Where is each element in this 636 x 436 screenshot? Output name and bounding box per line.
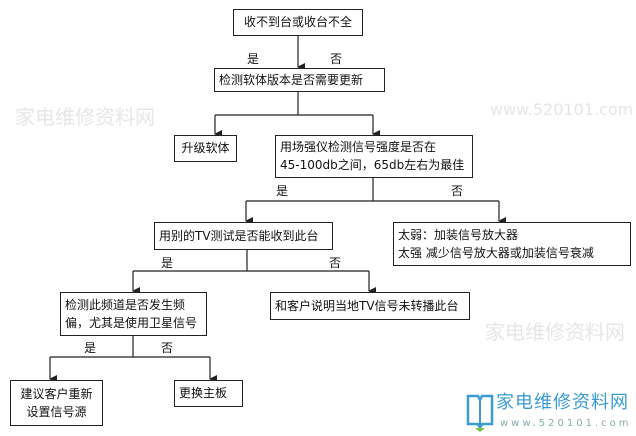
node-replace-board: 更换主板	[174, 380, 243, 407]
node-adjust-amplifier: 太弱：加装信号放大器 太强 减少信号放大器或加装信号衰减	[393, 222, 631, 266]
node-text-line: 太强 减少信号放大器或加装信号衰减	[398, 246, 594, 260]
label-no: 否	[329, 256, 342, 270]
node-text-line: 建议客户重新	[20, 387, 93, 401]
watermark-text: 家电维修资料网	[485, 320, 625, 344]
label-no: 否	[161, 341, 174, 355]
node-check-software: 检测软体版本是否需要更新	[214, 68, 385, 92]
node-freq-offset: 检测此频道是否发生频 偏，尤其是使用卫星信号	[60, 292, 207, 336]
node-text-line: 45-100db之间，65db左右为最佳	[280, 158, 465, 172]
watermark-url: www.520101.com	[490, 100, 634, 119]
node-signal-strength: 用场强仪检测信号强度是否在 45-100db之间，65db左右为最佳	[275, 135, 473, 178]
node-not-broadcast: 和客户说明当地TV信号未转播此台	[270, 292, 470, 320]
label-no: 否	[451, 184, 464, 198]
site-logo: 家电维修资料网 www.520101.com	[466, 392, 632, 432]
label-yes: 是	[84, 341, 97, 355]
node-upgrade-software: 升级软体	[174, 135, 237, 162]
label-yes: 是	[247, 52, 260, 66]
node-other-tv: 用别的TV测试是否能收到此台	[154, 222, 333, 250]
node-text-line: 太弱：加装信号放大器	[398, 228, 519, 242]
label-yes: 是	[161, 256, 174, 270]
node-text-line: 设置信号源	[26, 405, 87, 419]
node-text-line: 用场强仪检测信号强度是否在	[280, 140, 437, 154]
watermark-text: 家电维修资料网	[15, 105, 155, 129]
node-text-line: 检测此频道是否发生频	[65, 298, 186, 312]
logo-url: www.520101.com	[500, 418, 632, 429]
node-reset-source: 建议客户重新 设置信号源	[10, 380, 103, 426]
label-yes: 是	[276, 184, 289, 198]
node-text-line: 偏，尤其是使用卫星信号	[65, 316, 198, 330]
label-no: 否	[330, 52, 343, 66]
logo-title: 家电维修资料网	[496, 392, 629, 413]
node-start: 收不到台或收台不全	[233, 9, 363, 36]
book-icon	[466, 394, 494, 432]
